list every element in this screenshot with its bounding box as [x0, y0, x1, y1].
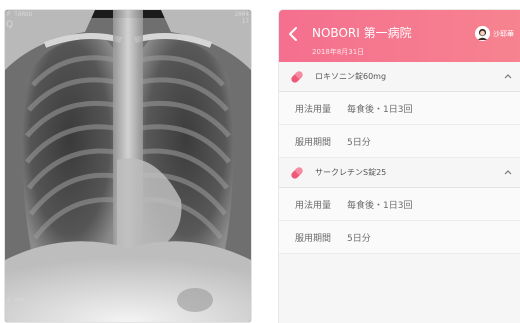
- prescription-date: 2018年8月31日: [312, 48, 365, 56]
- medication-name: サークレチンS錠25: [315, 168, 387, 177]
- chevron-up-icon[interactable]: [504, 169, 512, 175]
- pill-icon: [291, 70, 303, 83]
- chevron-up-icon[interactable]: [504, 73, 512, 79]
- duration-label: 服用期間: [295, 233, 332, 244]
- medication-header-1[interactable]: ロキソニン錠60mg: [279, 62, 520, 92]
- medication-detail-row: 用法用量 毎食後・1日3回: [279, 92, 520, 125]
- xray-info-label: 2004 17: [235, 11, 249, 25]
- duration-value: 5日分: [347, 233, 371, 244]
- avatar-icon: [475, 26, 490, 41]
- medication-name: ロキソニン錠60mg: [315, 72, 387, 81]
- chevron-left-icon[interactable]: [287, 26, 299, 42]
- xray-patient-label: P TAROU: [7, 11, 33, 18]
- dosage-label: 用法用量: [295, 200, 332, 211]
- xray-image[interactable]: P TAROU 2004 17 Q 6 40h: [5, 10, 251, 322]
- medication-detail-row: 服用期間 5日分: [279, 125, 520, 158]
- hospital-name: NOBORI 第一病院: [312, 26, 412, 40]
- prescription-app: NOBORI 第一病院 2018年8月31日 沙耶華: [279, 10, 520, 323]
- xray-footer-label: 6 40h: [7, 297, 26, 304]
- dosage-value: 毎食後・1日3回: [347, 200, 413, 211]
- medication-header-2[interactable]: サークレチンS錠25: [279, 158, 520, 188]
- user-name: 沙耶華: [493, 29, 514, 38]
- pill-icon: [291, 166, 303, 179]
- duration-value: 5日分: [347, 137, 371, 148]
- dosage-value: 毎食後・1日3回: [347, 104, 413, 115]
- app-header: NOBORI 第一病院 2018年8月31日 沙耶華: [279, 10, 520, 62]
- xray-info-line-1: 2004: [234, 11, 249, 18]
- user-profile[interactable]: 沙耶華: [475, 26, 514, 41]
- chest-xray-graphic: [5, 10, 251, 322]
- dosage-label: 用法用量: [295, 104, 332, 115]
- xray-side-marker: Q: [6, 20, 14, 30]
- avatar: [475, 26, 490, 41]
- medication-detail-row: 服用期間 5日分: [279, 221, 520, 254]
- xray-info-line-2: 17: [241, 18, 249, 25]
- medication-detail-row: 用法用量 毎食後・1日3回: [279, 188, 520, 221]
- duration-label: 服用期間: [295, 137, 332, 148]
